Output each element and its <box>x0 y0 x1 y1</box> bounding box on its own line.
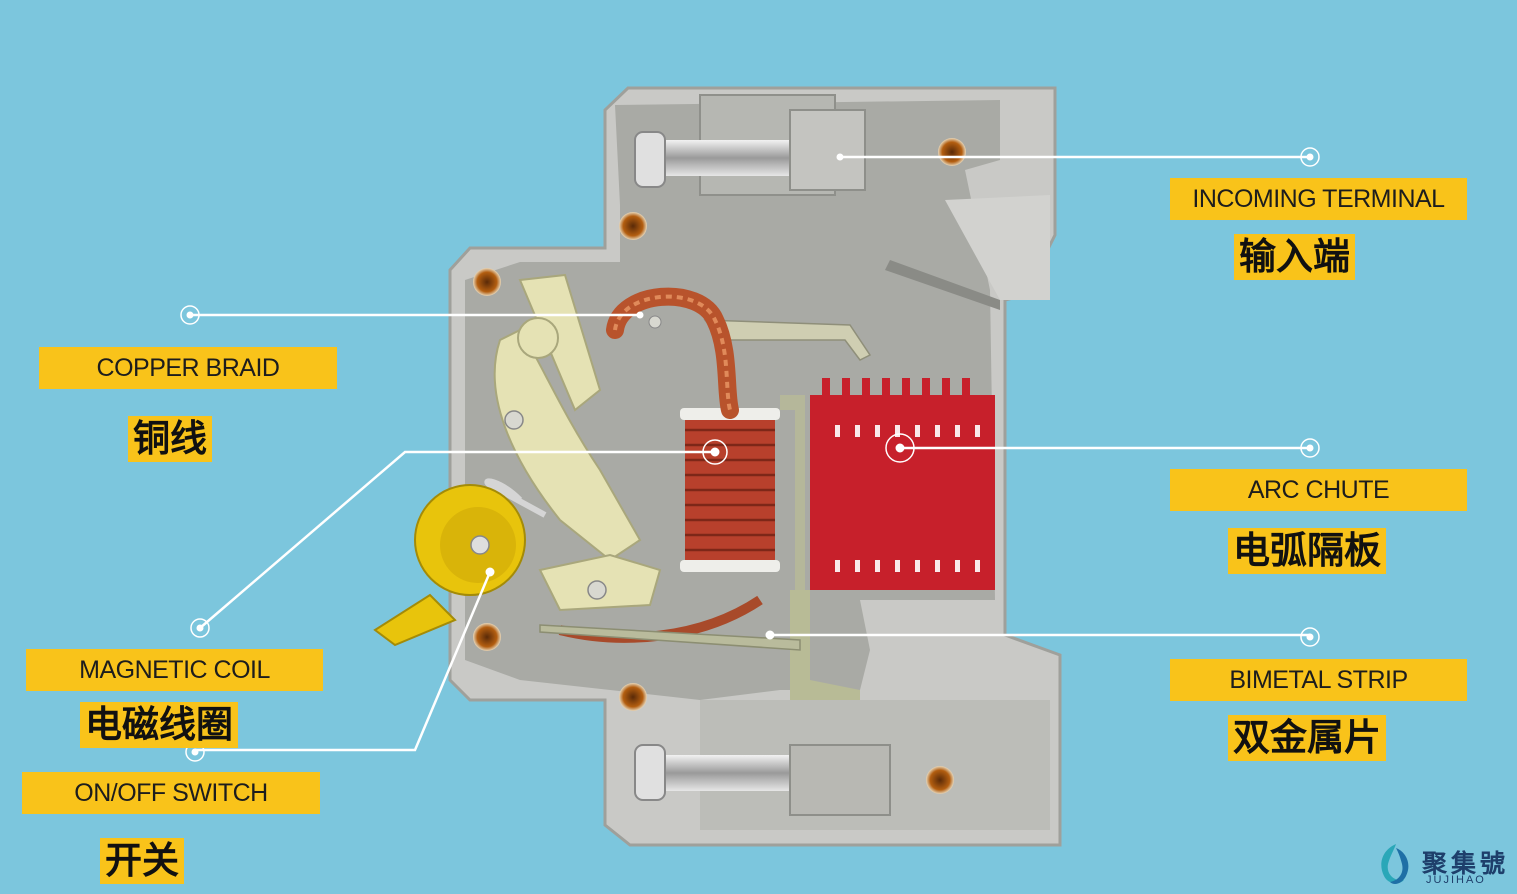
coil-windings <box>685 428 775 552</box>
label-incoming-terminal-zh: 输入端 <box>1234 234 1355 280</box>
brand-name-cn: 聚集號 <box>1422 849 1510 878</box>
leader-lines <box>190 155 1310 752</box>
mounting-hole <box>619 683 647 711</box>
mounting-hole <box>473 623 501 651</box>
mounting-hole <box>473 268 501 296</box>
label-copper-braid: COPPER BRAID <box>39 347 337 389</box>
mounting-hole <box>926 766 954 794</box>
label-incoming-terminal: INCOMING TERMINAL <box>1170 178 1467 220</box>
label-bimetal-strip: BIMETAL STRIP <box>1170 659 1467 701</box>
terminal-screw-bottom <box>660 755 800 791</box>
jujihao-logo-icon <box>1381 844 1409 884</box>
switch-handle <box>373 593 457 647</box>
mounting-hole <box>938 138 966 166</box>
label-copper-braid-zh: 铜线 <box>128 416 212 462</box>
arc-chute-plates <box>835 425 980 572</box>
label-bimetal-strip-zh: 双金属片 <box>1228 715 1386 761</box>
brand-name-en: JUJIHAO <box>1426 874 1486 886</box>
label-arc-chute: ARC CHUTE <box>1170 469 1467 511</box>
label-magnetic-coil-zh: 电磁线圈 <box>80 702 238 748</box>
leader-endpoints <box>180 147 1320 762</box>
terminal-screw-top <box>660 140 790 176</box>
bimetal-strip <box>539 624 801 651</box>
label-magnetic-coil: MAGNETIC COIL <box>26 649 323 691</box>
mounting-hole <box>619 212 647 240</box>
label-switch: ON/OFF SWITCH <box>22 772 320 814</box>
jujihao-logo: 聚集號 JUJIHAO <box>1372 838 1517 890</box>
trip-lever <box>518 273 602 412</box>
terminal-block-top <box>789 109 866 191</box>
terminal-block-bottom <box>789 744 891 816</box>
arc-chute <box>810 395 995 590</box>
label-arc-chute-zh: 电弧隔板 <box>1228 528 1386 574</box>
arc-chute-fins <box>822 378 970 398</box>
label-switch-zh: 开关 <box>100 838 184 884</box>
